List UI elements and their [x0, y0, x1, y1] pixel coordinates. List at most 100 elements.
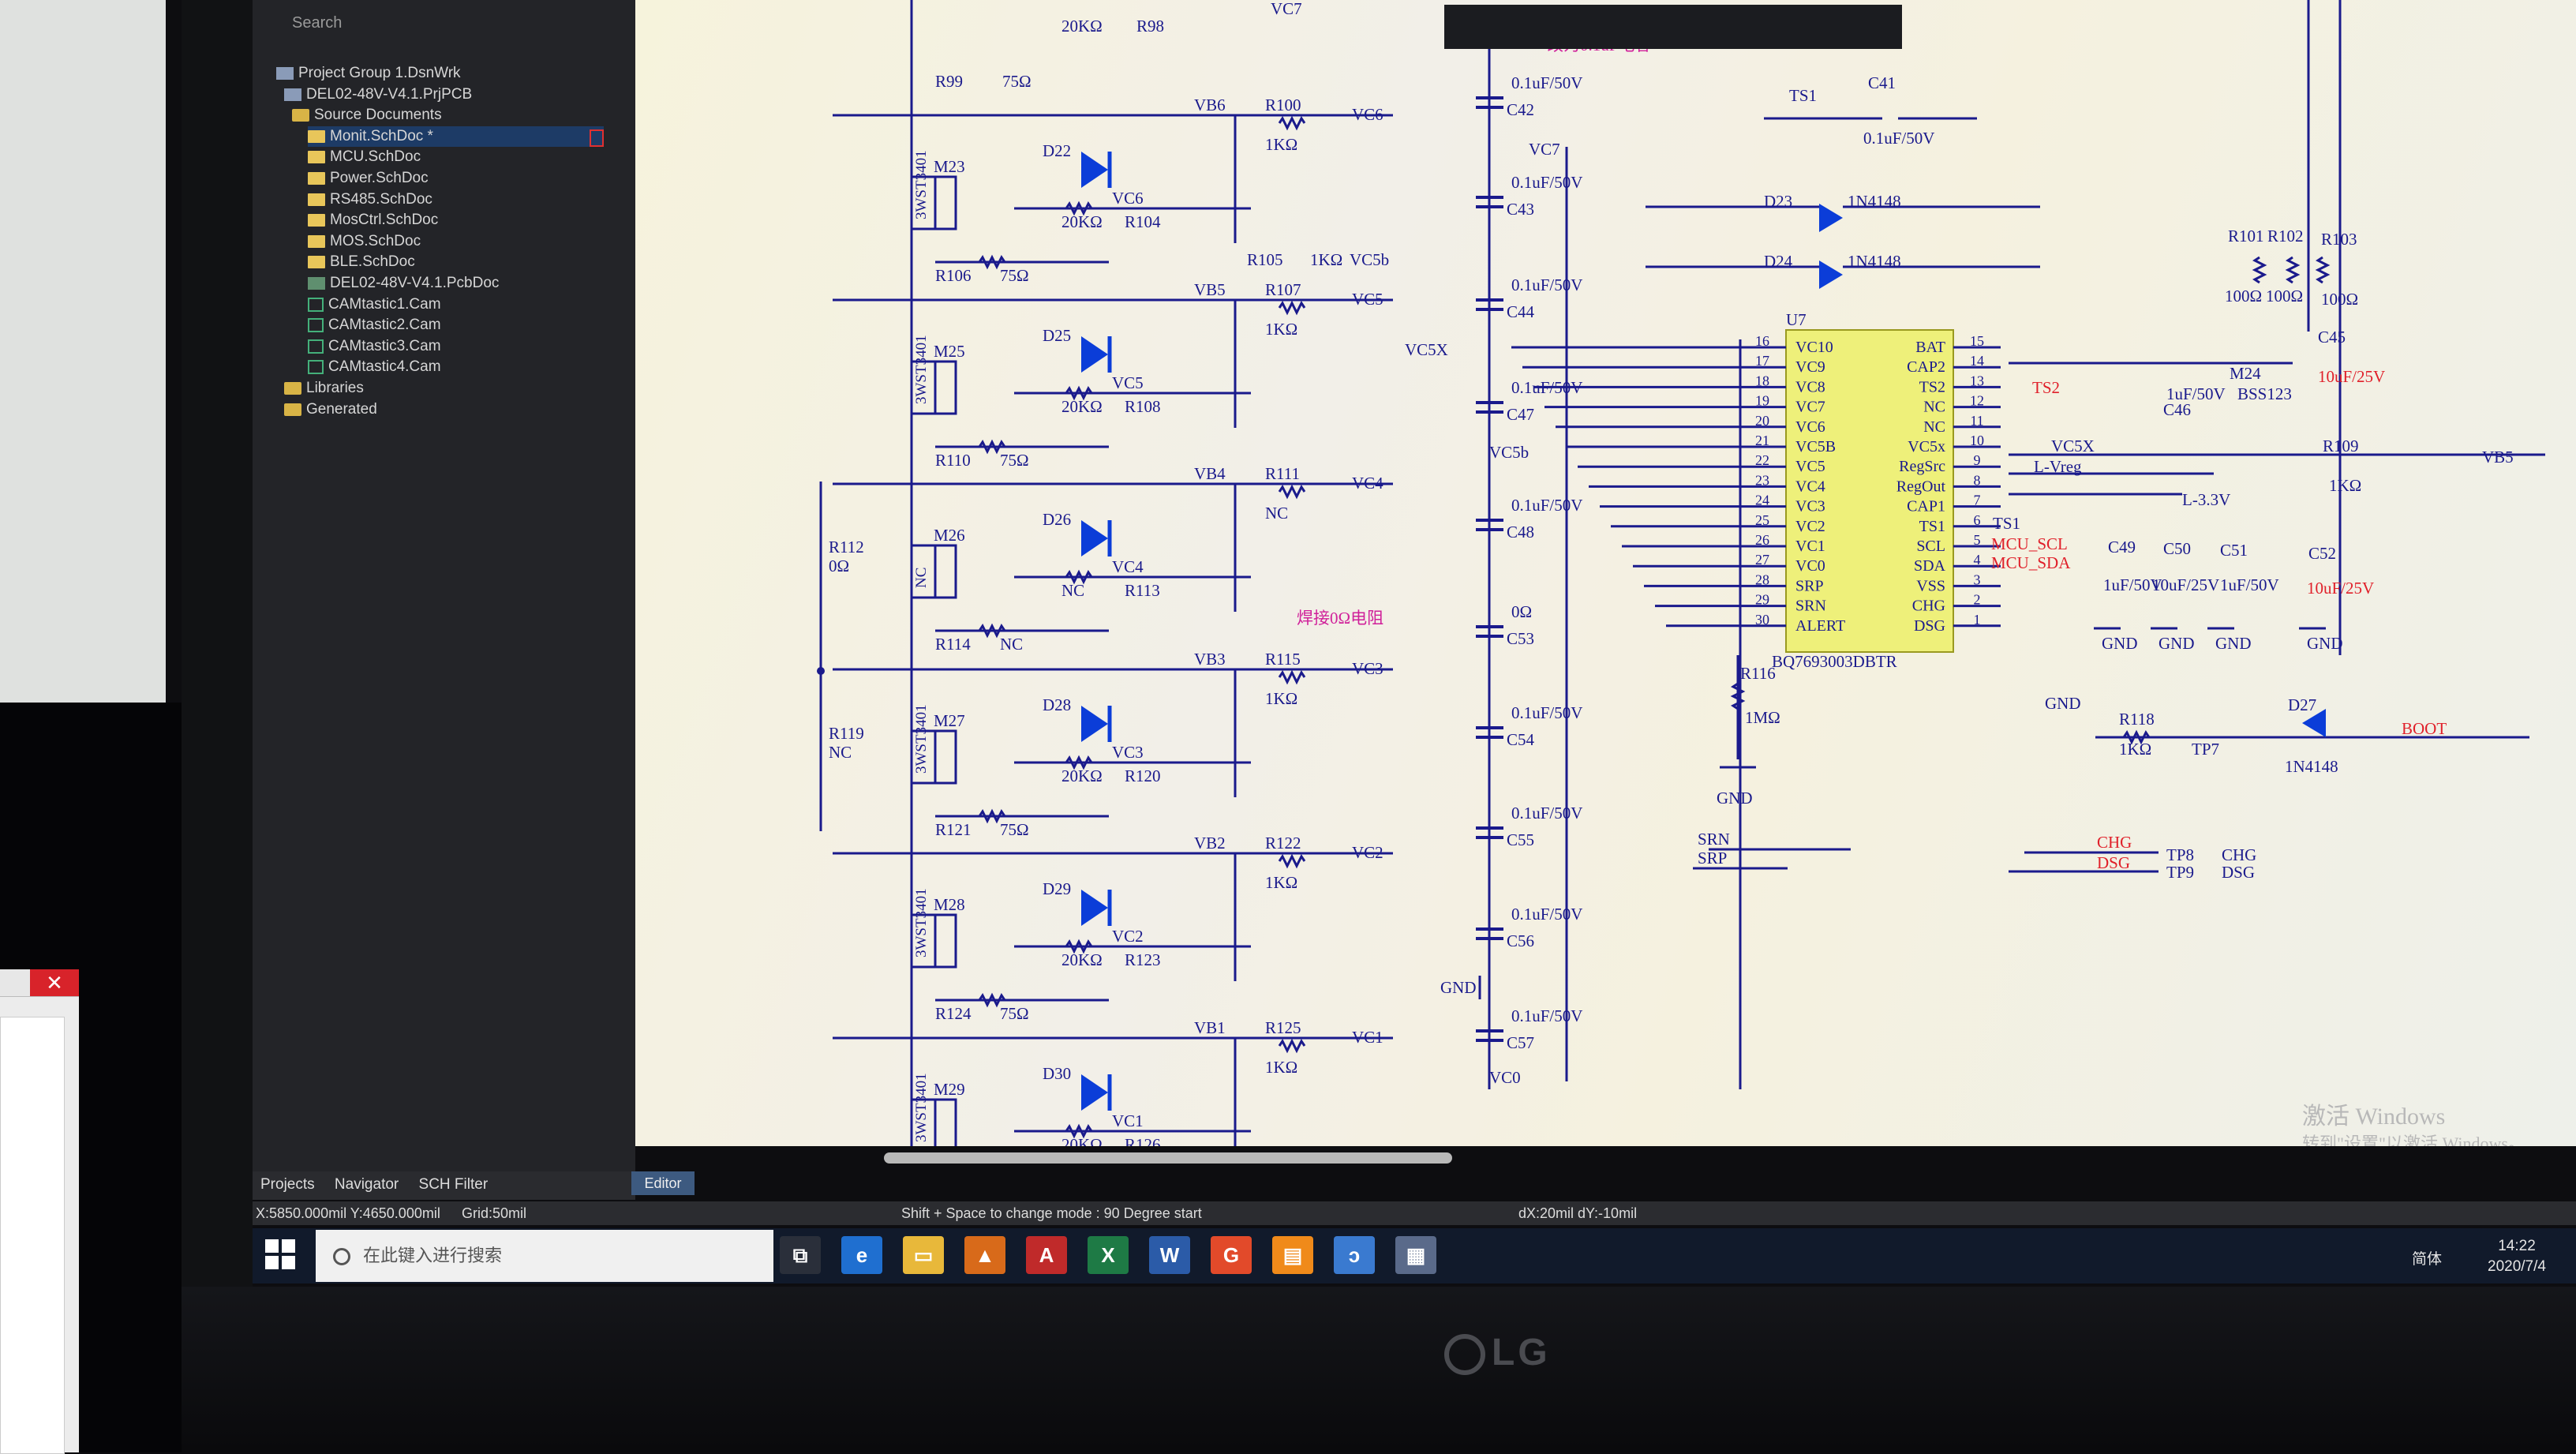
net-label: VC6	[1352, 105, 1383, 124]
schematic-doc-icon	[308, 214, 325, 227]
project-search-input[interactable]: Search	[292, 14, 343, 32]
tree-item[interactable]: Power.SchDoc	[308, 168, 604, 189]
zener-diode-symbol	[1081, 890, 1108, 926]
tree-item[interactable]: Monit.SchDoc *	[308, 126, 604, 147]
resistor-ref: R126	[1125, 1135, 1161, 1146]
schematic-label: 1N4148	[2285, 757, 2338, 776]
tab-editor[interactable]: Editor	[631, 1171, 695, 1195]
schematic-label: R105	[1247, 250, 1283, 269]
capacitor-value: 0.1uF/50V	[1511, 905, 1582, 924]
ic-pin-name: ALERT	[1795, 617, 1845, 635]
tree-item[interactable]: DEL02-48V-V4.1.PrjPCB	[284, 84, 604, 105]
window-titlebar: ✕	[0, 969, 79, 997]
resistor-ref: R107	[1265, 280, 1301, 299]
active-bar-toolbar	[1444, 5, 1902, 49]
tab-sch-filter[interactable]: SCH Filter	[418, 1176, 489, 1193]
resistor-symbol	[978, 808, 1006, 824]
ic-pin-name: CAP1	[1907, 498, 1945, 515]
diode-ref: D22	[1043, 141, 1071, 160]
file-explorer-icon[interactable]: ▭	[903, 1236, 944, 1274]
net-label: VC1	[1352, 1028, 1383, 1047]
tree-item[interactable]: MOS.SchDoc	[308, 231, 604, 252]
resistor-symbol	[1730, 682, 1746, 710]
resistor-value: 1KΩ	[1265, 873, 1297, 892]
monitor-bezel-bottom	[182, 1287, 2576, 1452]
schematic-doc-icon	[308, 151, 325, 164]
windows-start-icon[interactable]	[265, 1239, 297, 1271]
mosfet-ref: M26	[934, 526, 965, 545]
resistor-value: NC	[1061, 581, 1084, 600]
tree-item-label: BLE.SchDoc	[330, 253, 415, 271]
tree-item[interactable]: CAMtastic1.Cam	[308, 294, 604, 315]
diode-ref: D26	[1043, 510, 1071, 529]
tree-item[interactable]: MCU.SchDoc	[308, 147, 604, 167]
tree-item[interactable]: CAMtastic4.Cam	[308, 357, 604, 377]
resistor-symbol	[2315, 256, 2331, 284]
acrobat-icon[interactable]: A	[1026, 1236, 1067, 1274]
app-g-icon[interactable]: G	[1211, 1236, 1252, 1274]
schematic-label: 1N4148	[1848, 252, 1901, 271]
schematic-label: VC5X	[1405, 340, 1448, 359]
capacitor-ref: C54	[1507, 730, 1535, 749]
capacitor-value: 0.1uF/50V	[1511, 73, 1582, 92]
panel-tabs: Projects Navigator SCH Filter	[253, 1171, 635, 1200]
close-icon[interactable]: ✕	[30, 969, 79, 996]
tree-item[interactable]: CAMtastic2.Cam	[308, 315, 604, 335]
schematic-label: R98	[1136, 17, 1164, 36]
resistor-symbol	[1065, 569, 1093, 585]
ic-pin-number: 18	[1755, 373, 1769, 388]
tree-item[interactable]: Source Documents	[292, 105, 604, 126]
matlab-icon[interactable]: ▲	[964, 1236, 1005, 1274]
tree-item[interactable]: DEL02-48V-V4.1.PcbDoc	[308, 273, 604, 294]
app-orange-icon[interactable]: ▤	[1272, 1236, 1313, 1274]
tree-item[interactable]: RS485.SchDoc	[308, 189, 604, 210]
task-view-icon[interactable]: ⧉	[780, 1236, 821, 1274]
schematic-label: GND	[1717, 789, 1753, 808]
monitor-logo: LG	[1444, 1331, 1551, 1376]
tree-item-label: CAMtastic1.Cam	[328, 295, 441, 313]
cursor-delta: dX:20mil dY:-10mil	[1518, 1205, 1638, 1221]
net-label: VC4	[1352, 474, 1383, 493]
schematic-label: GND	[2159, 634, 2195, 653]
schematic-label: CHG	[2222, 845, 2256, 864]
schematic-label: 1uF/50V	[2103, 575, 2162, 594]
horizontal-scrollbar[interactable]	[884, 1152, 1452, 1164]
capacitor-ref: C55	[1507, 830, 1534, 849]
zener-diode-symbol	[1081, 336, 1108, 373]
tree-item[interactable]: Generated	[284, 399, 604, 420]
ic-pin-number: 20	[1755, 413, 1769, 429]
tab-projects[interactable]: Projects	[260, 1176, 315, 1193]
capacitor-value: 0.1uF/50V	[1511, 378, 1582, 397]
background-wall	[0, 0, 166, 703]
taskbar-search-input[interactable]: 在此键入进行搜索	[316, 1230, 773, 1282]
tree-item[interactable]: Libraries	[284, 378, 604, 399]
tree-item[interactable]: Project Group 1.DsnWrk	[276, 63, 604, 84]
resistor-symbol	[2252, 256, 2267, 284]
schematic-label: BSS123	[2237, 384, 2292, 403]
cam-icon	[308, 360, 324, 375]
net-label: VC5	[1112, 373, 1144, 392]
word-icon[interactable]: W	[1149, 1236, 1190, 1274]
ime-indicator[interactable]: 简体	[2411, 1251, 2442, 1268]
schematic-label: 100Ω	[2225, 287, 2262, 305]
ic-pin-number: 5	[1974, 532, 1981, 548]
schematic-label: L-3.3V	[2182, 490, 2230, 509]
tree-item[interactable]: CAMtastic3.Cam	[308, 336, 604, 357]
mode-hint: Shift + Space to change mode : 90 Degree…	[901, 1205, 1202, 1221]
tree-item-label: Power.SchDoc	[330, 170, 429, 186]
resistor-symbol	[1278, 853, 1306, 869]
resistor-value: 75Ω	[1000, 820, 1029, 839]
schematic-label: R112	[829, 538, 864, 556]
ic-pin-number: 26	[1755, 532, 1769, 548]
schematic-label: R118	[2119, 710, 2155, 729]
clock[interactable]: 14:22 2020/7/4	[2488, 1238, 2546, 1275]
tree-item[interactable]: MosCtrl.SchDoc	[308, 210, 604, 230]
edge-icon[interactable]: e	[841, 1236, 882, 1274]
altium-icon[interactable]: ↄ	[1334, 1236, 1375, 1274]
excel-icon[interactable]: X	[1088, 1236, 1129, 1274]
calculator-icon[interactable]: ▦	[1395, 1236, 1436, 1274]
tree-item[interactable]: BLE.SchDoc	[308, 252, 604, 272]
tab-navigator[interactable]: Navigator	[334, 1176, 399, 1193]
